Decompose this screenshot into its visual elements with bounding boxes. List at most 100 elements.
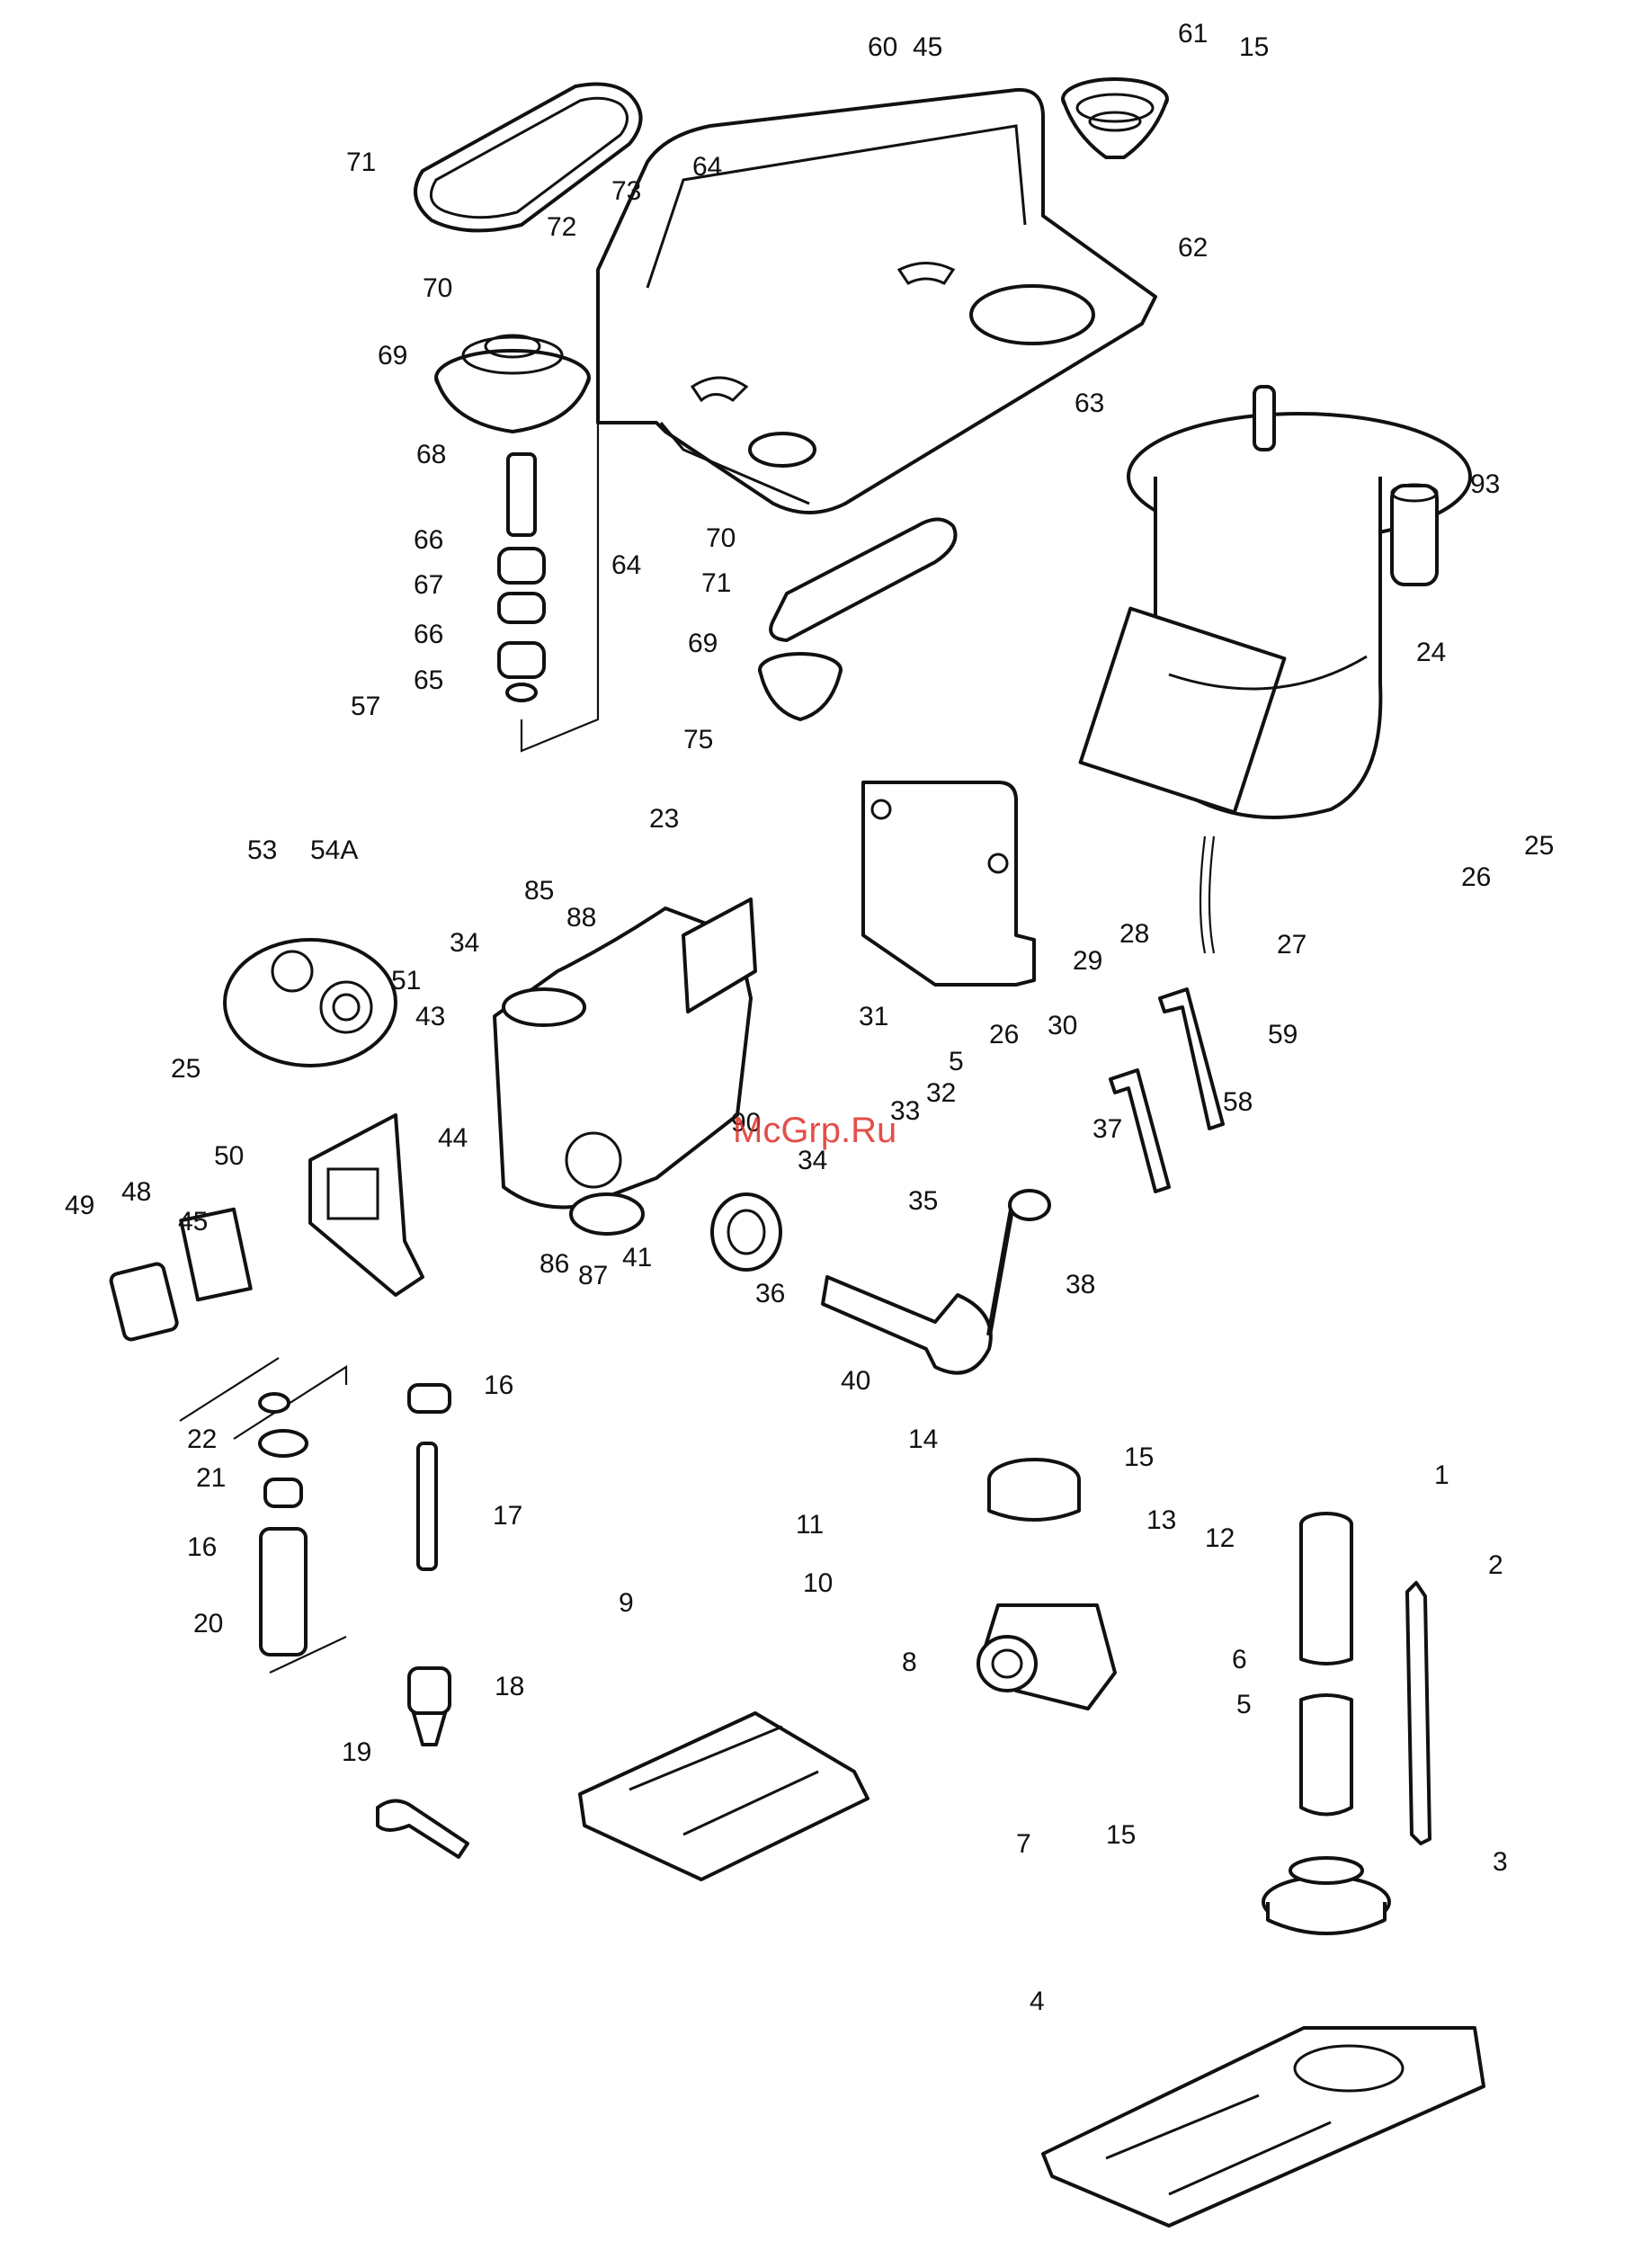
callout-15b: 15	[1124, 1442, 1154, 1472]
callout-63: 63	[1075, 388, 1104, 418]
callout-3: 3	[1493, 1847, 1508, 1877]
callout-40: 40	[841, 1366, 870, 1396]
base	[1043, 2028, 1484, 2226]
feed-handle-rod	[989, 1191, 1049, 1335]
callout-16: 16	[484, 1371, 513, 1400]
quill-spring-cover	[712, 1194, 780, 1270]
switch-box	[310, 1115, 423, 1295]
spindle-assembly	[378, 1385, 468, 1857]
callout-5: 5	[949, 1047, 964, 1076]
callout-9: 9	[619, 1588, 634, 1618]
callout-20: 20	[193, 1609, 223, 1638]
callout-25: 25	[1524, 831, 1554, 861]
callout-1: 1	[1434, 1460, 1449, 1490]
callout-19: 19	[342, 1737, 371, 1767]
callout-73: 73	[611, 176, 641, 206]
table	[580, 1713, 868, 1880]
callout-26: 26	[1461, 862, 1491, 892]
spindle-shaft-assembly	[499, 423, 598, 751]
callout-31: 31	[859, 1002, 888, 1031]
callout-68: 68	[416, 440, 446, 469]
callout-50: 50	[214, 1141, 244, 1171]
pinion-shaft	[823, 1277, 991, 1373]
callout-44: 44	[438, 1123, 468, 1153]
callout-16b: 16	[187, 1532, 217, 1562]
callout-67: 67	[414, 570, 443, 600]
callout-37: 37	[1092, 1114, 1122, 1144]
callout-5b: 5	[1236, 1690, 1252, 1719]
switch	[110, 1263, 178, 1341]
callout-17: 17	[493, 1501, 522, 1531]
callout-60: 60	[868, 32, 897, 62]
spindle-pulley-lower	[760, 654, 841, 719]
callout-72: 72	[547, 212, 576, 242]
callout-34: 34	[450, 928, 479, 958]
callout-75: 75	[683, 725, 713, 755]
head-casting	[495, 899, 755, 1234]
callout-4: 4	[1030, 1987, 1045, 2016]
callout-49: 49	[65, 1191, 94, 1220]
callout-25b: 25	[171, 1054, 201, 1084]
hex-wrench-large	[1160, 989, 1223, 1129]
callout-54a: 54A	[310, 835, 358, 865]
column-base-flange	[1263, 1858, 1389, 1933]
callout-29: 29	[1073, 946, 1102, 976]
belt-guard-cover	[598, 90, 1155, 513]
callout-15c: 15	[1106, 1820, 1136, 1850]
callout-11: 11	[796, 1510, 824, 1540]
capacitor	[1392, 485, 1437, 585]
callout-53: 53	[247, 835, 277, 865]
callout-30: 30	[1048, 1011, 1077, 1040]
callout-70b: 70	[706, 523, 736, 553]
callout-35: 35	[908, 1186, 938, 1216]
callout-57: 57	[351, 692, 380, 721]
callout-18: 18	[495, 1672, 524, 1701]
callout-86: 86	[540, 1249, 569, 1279]
callout-66: 66	[414, 525, 443, 555]
callout-93: 93	[1470, 469, 1500, 499]
callout-65: 65	[414, 665, 443, 695]
quill-spring-detail	[225, 940, 396, 1066]
callout-45: 45	[913, 32, 942, 62]
callout-51: 51	[391, 966, 421, 996]
callout-24: 24	[1416, 638, 1446, 667]
callout-8: 8	[902, 1647, 917, 1677]
callout-69: 69	[378, 341, 407, 371]
table-support	[978, 1460, 1115, 1709]
motor-bracket	[863, 782, 1034, 985]
callout-41: 41	[622, 1243, 652, 1272]
callout-70: 70	[423, 273, 452, 303]
callout-22: 22	[187, 1424, 217, 1454]
callout-69b: 69	[688, 629, 718, 658]
callout-64: 64	[692, 152, 722, 182]
callout-2: 2	[1488, 1550, 1503, 1580]
v-belt-upper	[415, 84, 641, 230]
callout-12: 12	[1205, 1523, 1235, 1553]
callout-43: 43	[415, 1002, 445, 1031]
callout-26b: 26	[989, 1020, 1019, 1049]
callout-14: 14	[908, 1424, 938, 1454]
callout-66b: 66	[414, 620, 443, 649]
callout-32: 32	[926, 1078, 956, 1108]
callout-71: 71	[346, 147, 376, 177]
callout-10: 10	[803, 1568, 833, 1598]
callout-6: 6	[1232, 1645, 1247, 1674]
callout-64b: 64	[611, 550, 641, 580]
callout-28: 28	[1119, 919, 1149, 949]
column	[1301, 1513, 1351, 1815]
callout-45b: 45	[178, 1207, 208, 1237]
watermark: McGrp.Ru	[733, 1111, 896, 1150]
callout-88: 88	[566, 903, 596, 933]
callout-13: 13	[1146, 1505, 1176, 1535]
callout-7: 7	[1016, 1829, 1031, 1859]
motor	[1081, 387, 1470, 953]
callout-71b: 71	[701, 568, 731, 598]
callout-36: 36	[755, 1279, 785, 1308]
callout-48: 48	[121, 1177, 151, 1207]
rack	[1407, 1583, 1430, 1844]
callout-23: 23	[649, 804, 679, 834]
callout-58: 58	[1223, 1087, 1253, 1117]
callout-38: 38	[1066, 1270, 1095, 1299]
callout-62: 62	[1178, 233, 1208, 263]
